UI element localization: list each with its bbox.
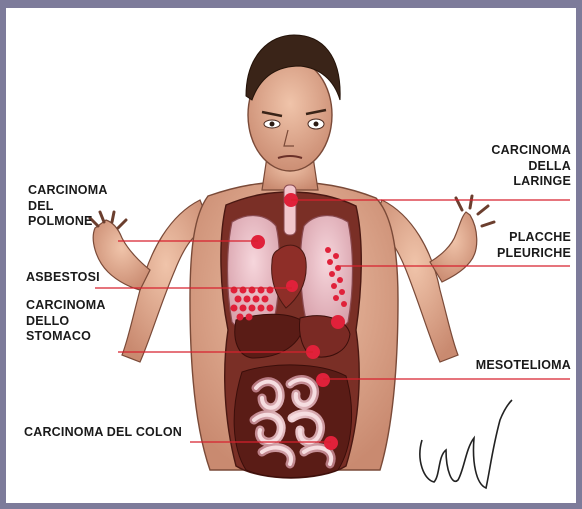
- intestines: [234, 365, 351, 478]
- label-carcinoma-laringe: CARCINOMA DELLA LARINGE: [491, 143, 571, 190]
- asbestosis-marker: [286, 280, 298, 292]
- label-carcinoma-colon: CARCINOMA DEL COLON: [24, 425, 182, 441]
- mesothelioma-marker: [316, 373, 330, 387]
- label-mesotelioma: MESOTELIOMA: [476, 358, 571, 374]
- lung-tumor-marker: [251, 235, 265, 249]
- colon-tumor-marker: [324, 436, 338, 450]
- pleural-marker: [331, 315, 345, 329]
- label-carcinoma-stomaco: CARCINOMA DELLO STOMACO: [26, 298, 106, 345]
- label-carcinoma-polmone: CARCINOMA DEL POLMONE: [28, 183, 108, 230]
- label-asbestosi: ASBESTOSI: [26, 270, 100, 286]
- head: [246, 35, 340, 171]
- trachea: [284, 185, 296, 235]
- right-lung: [301, 216, 353, 332]
- label-placche-pleuriche: PLACCHE PLEURICHE: [497, 230, 571, 261]
- artist-signature: [420, 400, 512, 488]
